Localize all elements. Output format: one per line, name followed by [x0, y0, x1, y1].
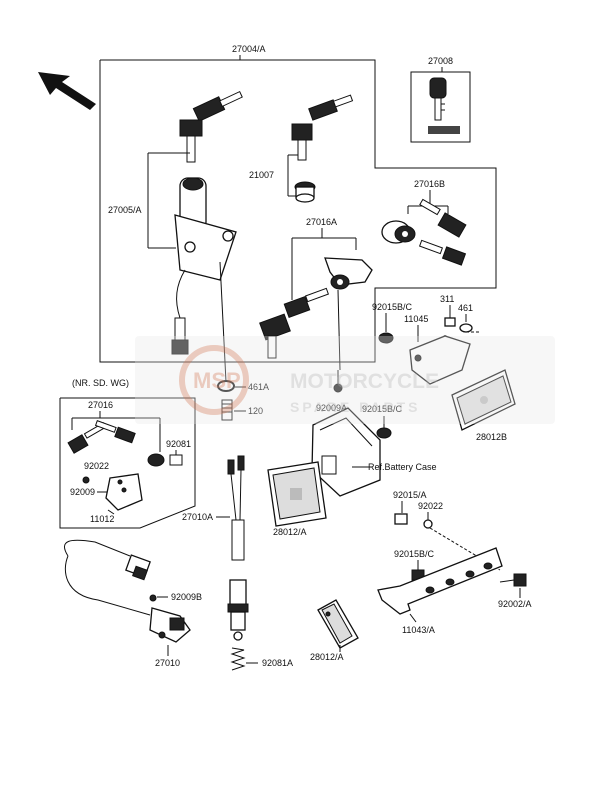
stop-switch-27010A-icon — [227, 455, 249, 641]
label-92009[interactable]: 92009 — [70, 487, 95, 497]
label-461[interactable]: 461 — [458, 303, 473, 313]
label-92009B[interactable]: 92009B — [171, 592, 202, 602]
label-92002A[interactable]: 92002/A — [498, 599, 532, 609]
assembly-outline — [99, 59, 497, 363]
label-27016[interactable]: 27016 — [88, 400, 113, 410]
label-92022-left[interactable]: 92022 — [84, 461, 109, 471]
label-27005A[interactable]: 27005/A — [108, 205, 142, 215]
bolt-92002A-icon — [499, 573, 527, 587]
label-27010[interactable]: 27010 — [155, 658, 180, 668]
label-28012A[interactable]: 28012/A — [273, 527, 307, 537]
label-27004A[interactable]: 27004/A — [232, 44, 266, 54]
key-27008-icon — [428, 77, 460, 134]
label-28012B[interactable]: 28012B — [476, 432, 507, 442]
nut-311-icon — [444, 317, 456, 327]
spare-keys-icon — [291, 94, 354, 161]
label-92022-right[interactable]: 92022 — [418, 501, 443, 511]
label-92009A[interactable]: 92009A — [316, 403, 347, 413]
screw-92009B-icon — [149, 594, 157, 602]
plate-11012-icon — [105, 473, 143, 511]
lock-cylinder-icon — [294, 181, 316, 203]
reflector-28012A-low-icon — [317, 599, 359, 649]
label-27008[interactable]: 27008 — [428, 56, 453, 66]
washer-92022-icon — [82, 476, 90, 484]
spring-92081A-icon — [230, 647, 246, 671]
label-27010A[interactable]: 27010A — [182, 512, 213, 522]
bracket-11045-icon — [409, 335, 471, 385]
optional-kit-outline — [59, 397, 196, 529]
label-nr-sd-wg[interactable]: (NR. SD. WG) — [72, 378, 129, 388]
label-11043A[interactable]: 11043/A — [402, 625, 435, 635]
label-28012A-low[interactable]: 28012/A — [310, 652, 344, 662]
washer-92022-right-icon — [423, 519, 433, 529]
battery-case-icon — [311, 407, 381, 497]
label-92015A[interactable]: 92015/A — [393, 490, 427, 500]
helmet-lock-icon — [259, 257, 373, 371]
reflector-28012A-icon — [267, 461, 327, 527]
ignition-keys-icon — [179, 90, 243, 163]
label-21007[interactable]: 21007 — [249, 170, 274, 180]
label-92015BC-low[interactable]: 92015B/C — [394, 549, 435, 559]
label-ref-battery-case[interactable]: Ref.Battery Case — [368, 462, 437, 472]
watermark-logo: MSP — [193, 368, 241, 393]
watermark-brand-line2: SPARE PARTS — [290, 399, 421, 415]
label-92081[interactable]: 92081 — [166, 439, 191, 449]
label-11045[interactable]: 11045 — [404, 314, 428, 324]
arrow-up-left-icon — [38, 72, 96, 110]
ignition-switch-icon — [171, 177, 237, 355]
label-92081A[interactable]: 92081A — [262, 658, 293, 668]
watermark: MSP MOTORCYCLE SPARE PARTS — [135, 336, 555, 424]
washer-461A-icon — [217, 380, 235, 392]
label-11012[interactable]: 11012 — [90, 514, 114, 524]
label-461A[interactable]: 461A — [248, 382, 269, 392]
label-27016B[interactable]: 27016B — [414, 179, 445, 189]
kit-keys-icon — [67, 420, 183, 467]
label-92015BC-mid[interactable]: 92015B/C — [362, 404, 403, 414]
bracket-11043A-icon — [377, 547, 503, 615]
label-27016A[interactable]: 27016A — [306, 217, 337, 227]
seat-lock-icon — [381, 198, 467, 266]
label-120[interactable]: 120 — [248, 406, 263, 416]
reflector-28012B-icon — [451, 369, 516, 431]
label-92015BC-top[interactable]: 92015B/C — [372, 302, 413, 312]
label-311[interactable]: 311 — [440, 294, 454, 304]
grommet-mid-icon — [376, 427, 392, 439]
stop-switch-27010-icon — [63, 539, 191, 643]
grommet-92015A-icon — [394, 513, 408, 525]
washer-461-icon — [459, 323, 473, 333]
watermark-brand-line1: MOTORCYCLE — [290, 370, 439, 393]
grommet-92015BC-icon — [378, 332, 394, 344]
